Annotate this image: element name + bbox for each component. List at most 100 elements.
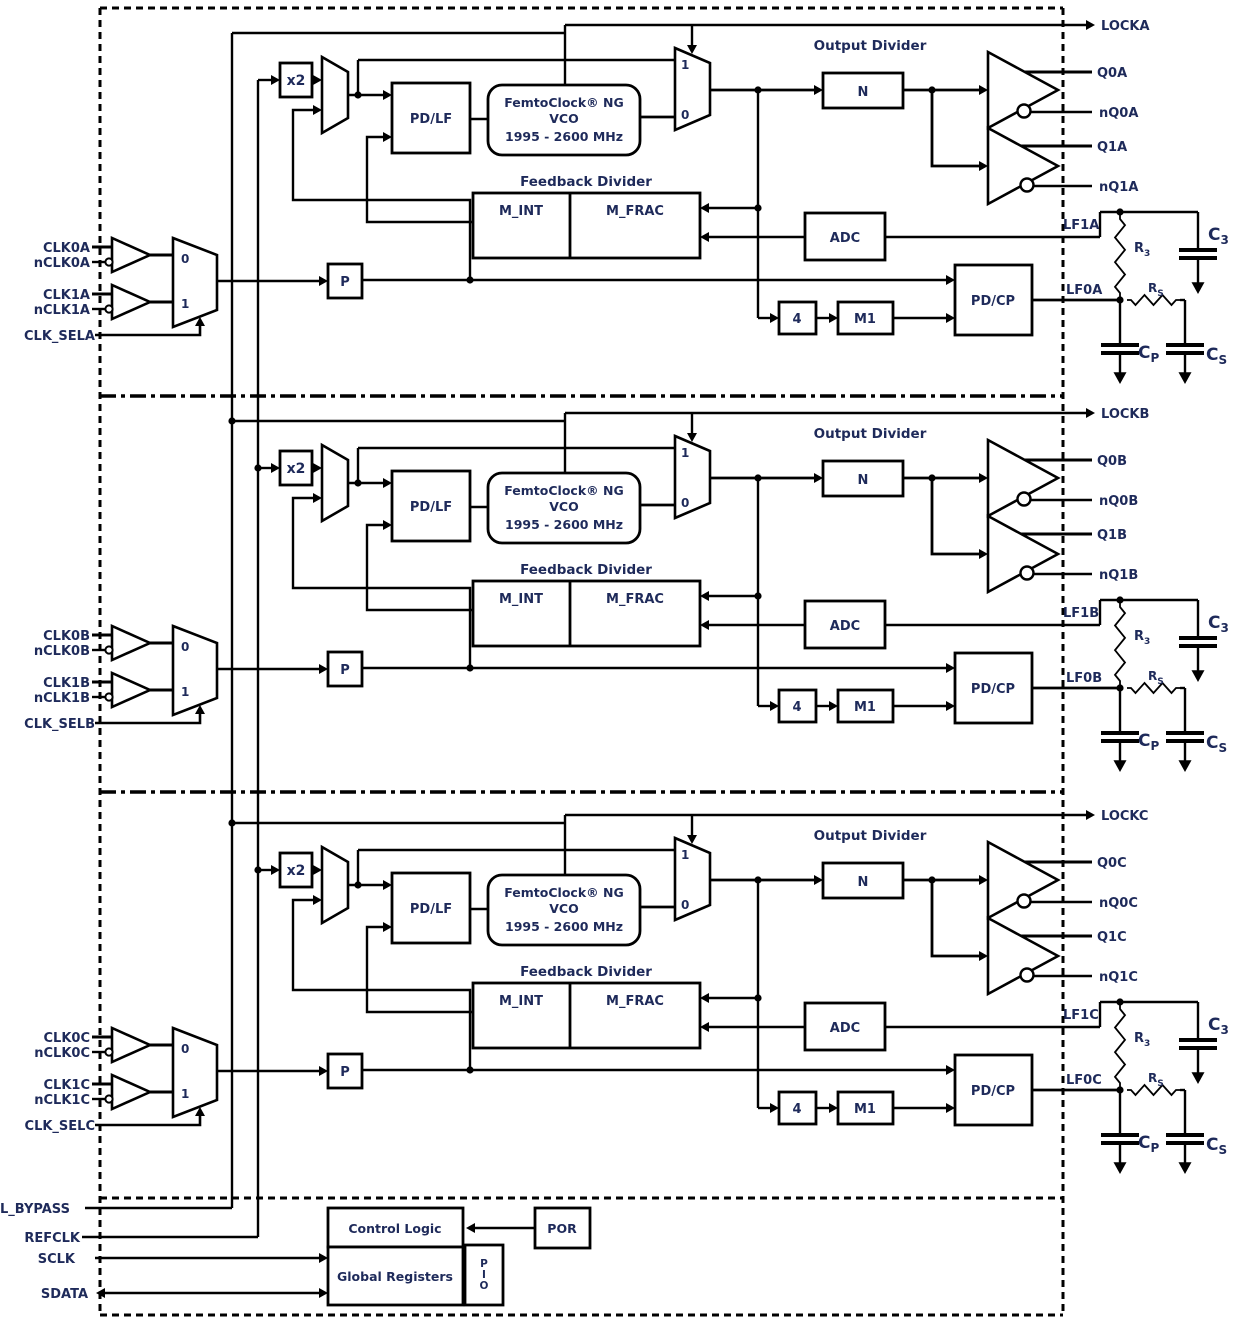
wire — [291, 898, 472, 1070]
output-driver-1 — [986, 125, 1061, 207]
arrowhead — [770, 1103, 779, 1113]
input-clock-mux — [171, 1026, 219, 1119]
label-nQ0C: nQ0C — [1099, 896, 1138, 911]
label-p: P — [340, 663, 350, 678]
label-p: P — [340, 275, 350, 290]
junction-dot — [754, 592, 762, 600]
block-vco — [486, 873, 642, 947]
junction-dot — [254, 464, 262, 472]
arrowhead — [979, 549, 988, 559]
block-m1 — [836, 1090, 895, 1126]
label-c3: C3 — [1208, 225, 1229, 247]
label-adc: ADC — [830, 1021, 860, 1036]
wire — [365, 925, 473, 1014]
label-cs: CS — [1206, 733, 1227, 755]
label-feedback-divider: Feedback Divider — [520, 174, 652, 190]
block-pio — [463, 1243, 505, 1307]
arrowhead — [979, 161, 988, 171]
arrowhead — [946, 1103, 955, 1113]
input-buffer-1 — [110, 1072, 154, 1112]
label-n: N — [858, 85, 869, 100]
mux-label-0: 0 — [681, 898, 689, 912]
arrowhead — [829, 1103, 838, 1113]
arrowhead — [770, 701, 779, 711]
pll-channel-a: CLK0AnCLK0ACLK1AnCLK1ACLK_SELA01LOCKAx2P… — [24, 19, 1229, 384]
label-LOCKC: LOCKC — [1101, 809, 1148, 824]
label-pd-cp: PD/CP — [971, 1084, 1015, 1099]
junction-dot — [254, 866, 262, 874]
label-Q1B: Q1B — [1097, 528, 1127, 543]
input-buffer-0 — [110, 235, 154, 275]
pll-channel-c: CLK0CnCLK0CCLK1CnCLK1CCLK_SELC01LOCKCx2P… — [25, 809, 1229, 1174]
mux-label-0: 0 — [681, 496, 689, 510]
arrowhead — [383, 90, 392, 100]
arrowhead — [814, 85, 823, 95]
label-CLK0A: CLK0A — [43, 241, 90, 256]
arrowhead — [1178, 1162, 1192, 1174]
label-div4: 4 — [792, 700, 801, 715]
label-CLK0B: CLK0B — [43, 629, 90, 644]
pll-bypass-mux — [673, 434, 712, 520]
arrowhead — [946, 701, 955, 711]
inverting-bubble — [104, 645, 114, 655]
label-vco-1: FemtoClock® NG — [504, 95, 623, 110]
label-nQ1B: nQ1B — [1099, 568, 1138, 583]
label-x2: x2 — [287, 863, 306, 879]
block-pd-cp — [953, 651, 1034, 725]
label-CLK_SELC: CLK_SELC — [25, 1119, 95, 1134]
arrowhead — [770, 313, 779, 323]
block-feedback-divider — [471, 191, 702, 260]
arrowhead — [195, 705, 205, 714]
arrowhead — [1191, 1072, 1205, 1084]
label-sclk: SCLK — [38, 1252, 76, 1267]
label-m-frac: M_FRAC — [606, 994, 664, 1009]
resistor-zigzag — [1113, 1002, 1127, 1090]
arrowhead — [319, 1288, 328, 1298]
arrowhead — [700, 232, 709, 242]
label-CLK_SELA: CLK_SELA — [24, 329, 95, 344]
label-Q1C: Q1C — [1097, 930, 1127, 945]
pll-bypass-mux — [673, 836, 712, 922]
input-buffer-1 — [110, 670, 154, 710]
label-CLK0C: CLK0C — [44, 1031, 90, 1046]
label-m-frac: M_FRAC — [606, 204, 664, 219]
label-pll-bypass: L_BYPASS — [0, 1202, 70, 1217]
label-LF1B: LF1B — [1063, 606, 1099, 621]
arrowhead — [946, 313, 955, 323]
input-buffer-0 — [110, 1025, 154, 1065]
global-rails — [230, 33, 260, 1237]
pll-bypass-mux — [673, 46, 712, 132]
label-nCLK0B: nCLK0B — [34, 644, 90, 659]
arrowhead — [313, 493, 322, 503]
label-cp: CP — [1138, 731, 1159, 753]
label-m-int: M_INT — [499, 592, 543, 607]
label-feedback-divider: Feedback Divider — [520, 964, 652, 980]
label-pd-lf: PD/LF — [410, 112, 452, 127]
label-cs: CS — [1206, 345, 1227, 367]
label-vco-3: 1995 - 2600 MHz — [505, 919, 623, 934]
arrowhead — [700, 591, 709, 601]
mux-label-1: 1 — [181, 685, 189, 699]
inverting-bubble — [1019, 177, 1035, 193]
arrowhead — [319, 1253, 328, 1263]
dashed-borders — [98, 6, 1065, 1317]
label-pio-I: I — [482, 1269, 486, 1281]
label-global-registers: Global Registers — [337, 1269, 453, 1284]
input-buffer-1 — [110, 282, 154, 322]
label-c3: C3 — [1208, 613, 1229, 635]
inverting-bubble — [104, 1047, 114, 1057]
label-CLK_SELB: CLK_SELB — [24, 717, 95, 732]
arrowhead — [466, 1223, 475, 1233]
label-pd-cp: PD/CP — [971, 682, 1015, 697]
mux-label-0: 0 — [681, 108, 689, 122]
block-adc — [803, 1001, 887, 1052]
block-p-divider — [326, 650, 364, 688]
mux-label-1: 1 — [181, 1087, 189, 1101]
arrowhead — [1113, 760, 1127, 772]
label-Q1A: Q1A — [1097, 140, 1127, 155]
label-x2: x2 — [287, 73, 306, 89]
label-nCLK1C: nCLK1C — [34, 1093, 90, 1108]
block-n-divider — [821, 861, 905, 900]
reference-mux — [320, 844, 350, 926]
